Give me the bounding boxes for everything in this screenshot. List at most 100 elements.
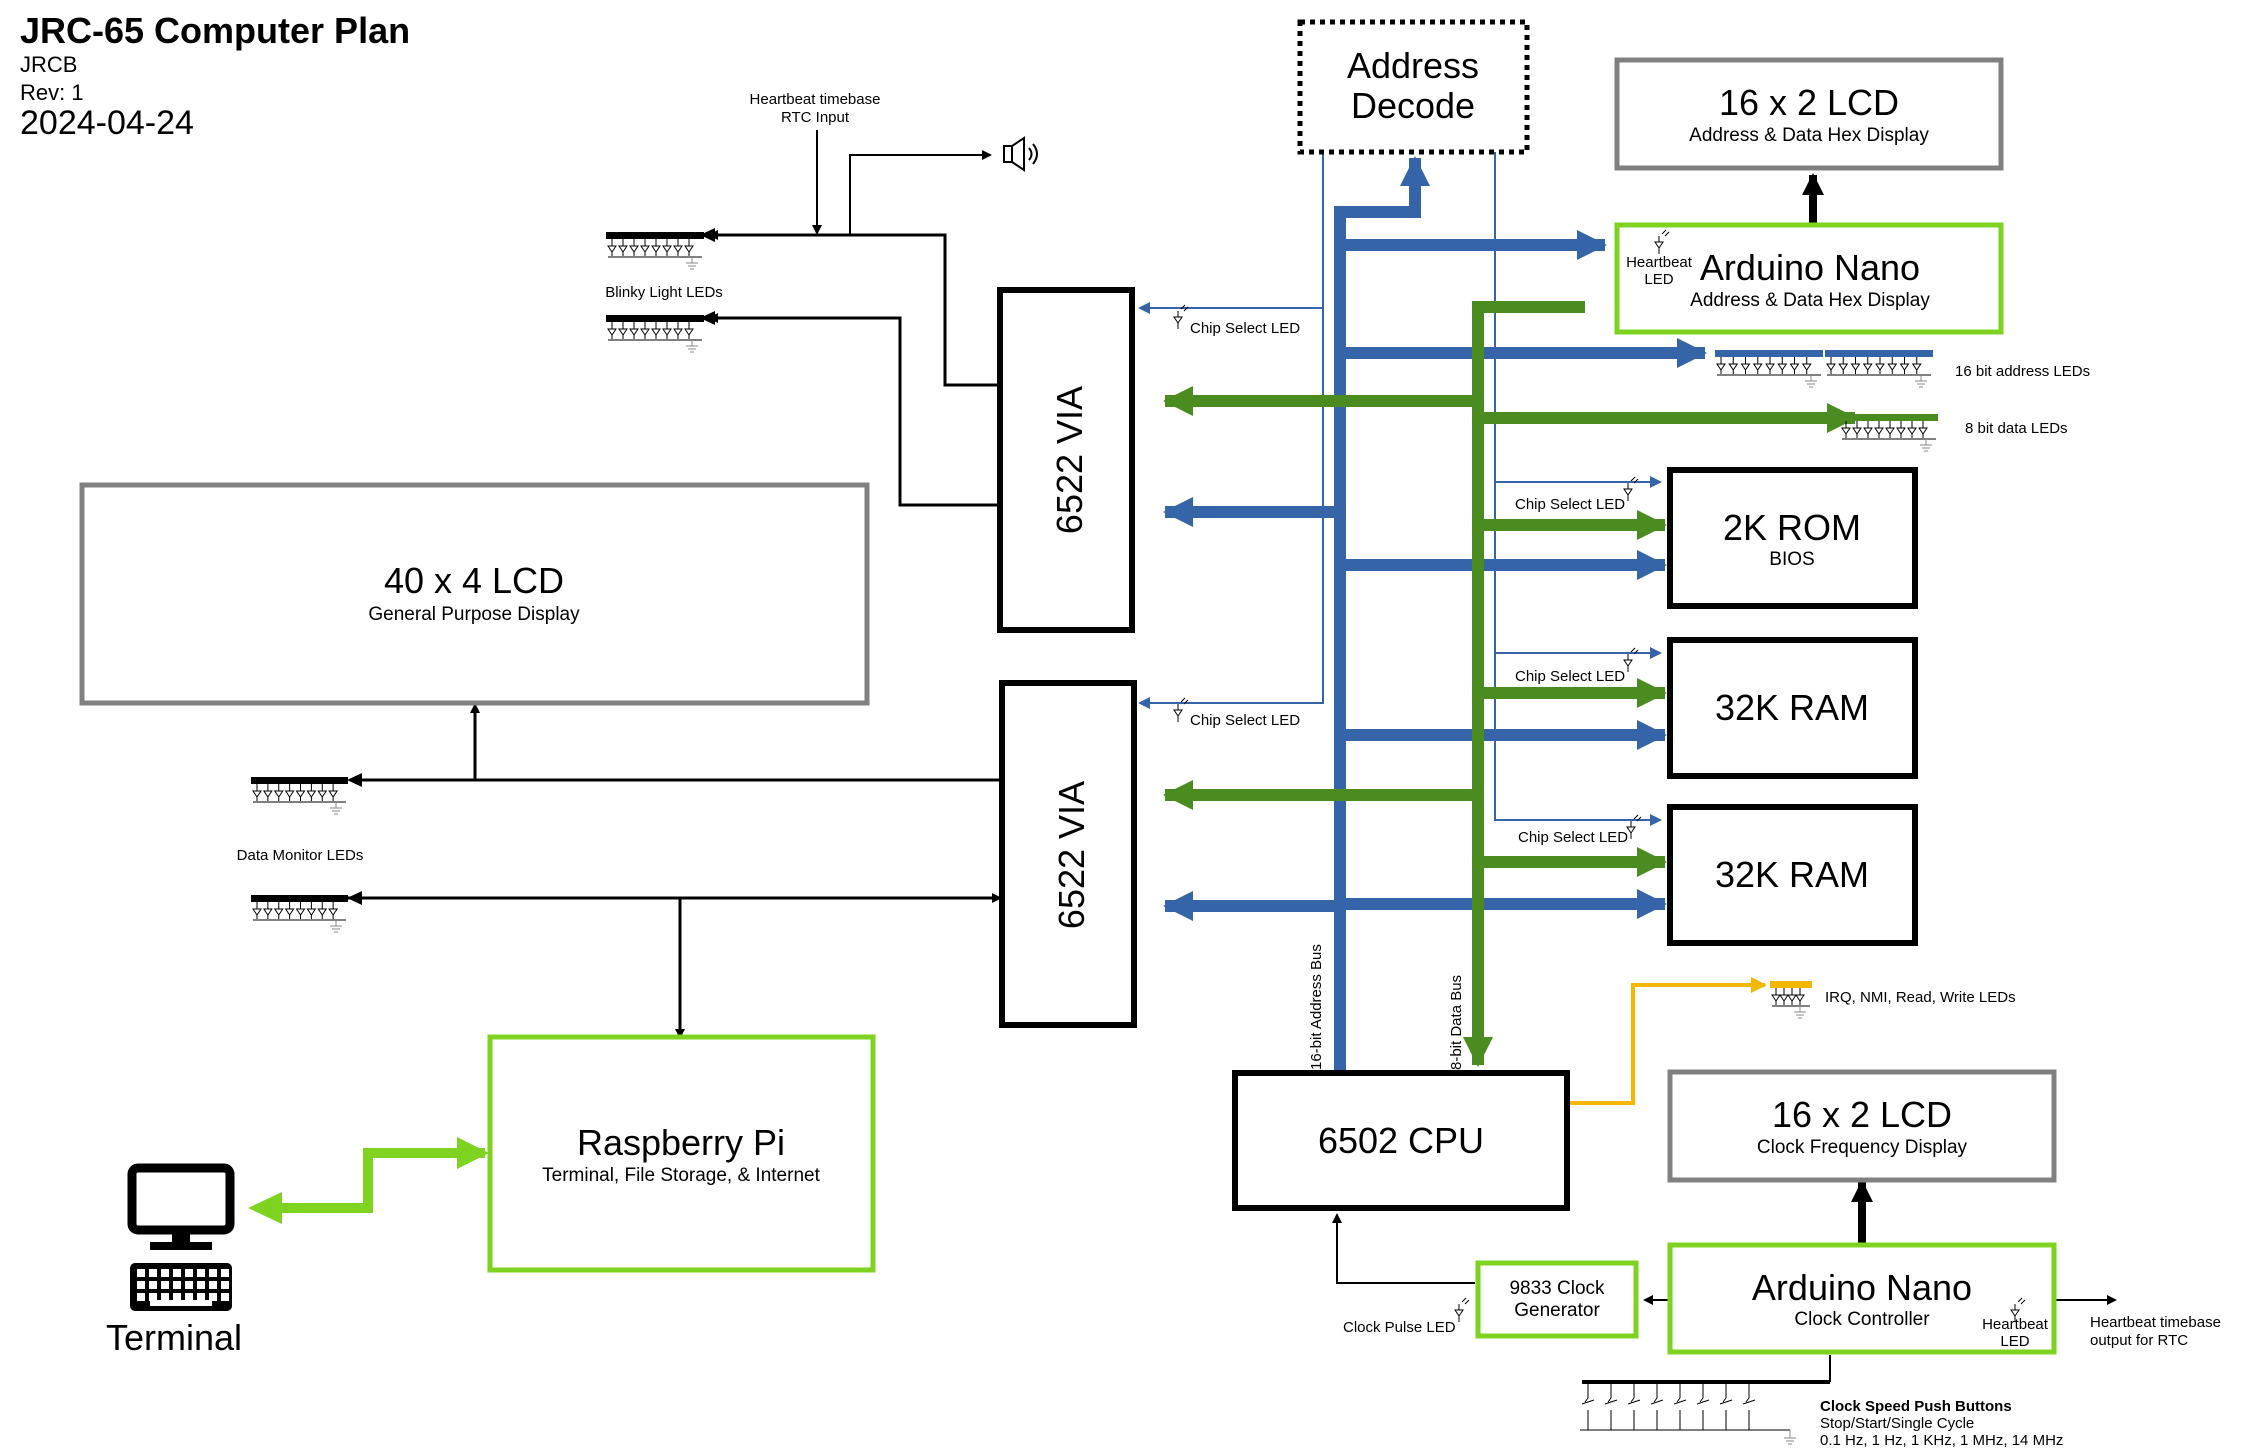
key bbox=[137, 1281, 145, 1289]
key bbox=[161, 1281, 169, 1289]
chip-select-led-ram2 bbox=[1626, 814, 1642, 839]
via1-label: 6522 VIA bbox=[1049, 386, 1090, 534]
key bbox=[221, 1293, 229, 1301]
blinky-label: Blinky Light LEDs bbox=[605, 284, 723, 301]
terminal-label: Terminal bbox=[106, 1317, 242, 1358]
clock-gen-block: 9833 Clock Generator bbox=[1475, 1260, 1639, 1339]
cpu-block: 6502 CPU bbox=[1232, 1070, 1570, 1211]
push-title: Clock Speed Push Buttons bbox=[1820, 1398, 2012, 1415]
lcd16-bottom-block: 16 x 2 LCD Clock Frequency Display bbox=[1667, 1069, 2057, 1183]
push-button-icon bbox=[1626, 1382, 1642, 1431]
chip-select-led-via2 bbox=[1173, 697, 1189, 722]
led-indicators bbox=[1173, 229, 2026, 1322]
rom-title: 2K ROM bbox=[1723, 507, 1861, 548]
key bbox=[149, 1281, 157, 1289]
nano-top-led-line2: LED bbox=[1644, 271, 1673, 288]
push-button-icon bbox=[1718, 1382, 1734, 1431]
chip-select-led-via1 bbox=[1173, 304, 1189, 329]
key bbox=[209, 1269, 217, 1277]
via1-block: 6522 VIA bbox=[997, 287, 1135, 633]
heartbeat-out-line1: Heartbeat timebase bbox=[2090, 1314, 2221, 1331]
irq-nmi-leds bbox=[1770, 981, 1812, 1019]
page-title: JRC-65 Computer Plan bbox=[20, 10, 411, 51]
data-monitor-leds-2 bbox=[251, 895, 348, 933]
heartbeat-in-line2: RTC Input bbox=[781, 109, 850, 126]
key bbox=[137, 1269, 145, 1277]
key bbox=[149, 1293, 157, 1301]
irq-leds-label: IRQ, NMI, Read, Write LEDs bbox=[1825, 989, 2016, 1006]
pi-block: Raspberry Pi Terminal, File Storage, & I… bbox=[487, 1034, 876, 1273]
key bbox=[209, 1281, 217, 1289]
chip-select-led-ram1 bbox=[1623, 647, 1639, 672]
clock-pulse-label: Clock Pulse LED bbox=[1343, 1319, 1456, 1336]
cs-ram1-label: Chip Select LED bbox=[1515, 668, 1625, 685]
push-button-icon bbox=[1695, 1382, 1711, 1431]
lcd16-bottom-sub: Clock Frequency Display bbox=[1757, 1137, 1968, 1158]
ground-icon bbox=[1784, 1430, 1796, 1445]
key bbox=[161, 1269, 169, 1277]
monitor-icon bbox=[127, 1163, 235, 1250]
key bbox=[161, 1293, 169, 1301]
pi-title: Raspberry Pi bbox=[577, 1122, 785, 1163]
data-bus-label: 8-bit Data Bus bbox=[1448, 975, 1465, 1070]
ram2-block: 32K RAM bbox=[1667, 804, 1918, 946]
blinky-leds-1 bbox=[606, 232, 704, 270]
heartbeat-out-line2: output for RTC bbox=[2090, 1332, 2188, 1349]
lcd40-block: 40 x 4 LCD General Purpose Display bbox=[79, 482, 870, 706]
led-arrays bbox=[251, 232, 1938, 1019]
status-line bbox=[1568, 977, 1767, 1105]
addr-bus-label: 16-bit Address Bus bbox=[1308, 944, 1325, 1070]
rom-block: 2K ROM BIOS bbox=[1667, 467, 1918, 609]
key bbox=[209, 1293, 217, 1301]
nano-bottom-led-line2: LED bbox=[2000, 1333, 2029, 1350]
push-button-icon bbox=[1741, 1382, 1757, 1431]
nano-bottom-led-line1: Heartbeat bbox=[1982, 1316, 2049, 1333]
revision: Rev: 1 bbox=[20, 80, 84, 105]
terminal-arrowhead bbox=[248, 1192, 282, 1224]
via2-label: 6522 VIA bbox=[1051, 781, 1092, 929]
key bbox=[197, 1281, 205, 1289]
key bbox=[185, 1269, 193, 1277]
data-bus-leds bbox=[1840, 414, 1938, 452]
push-line1: Stop/Start/Single Cycle bbox=[1820, 1415, 1974, 1432]
data-leds-label: 8 bit data LEDs bbox=[1965, 420, 2068, 437]
lcd16-top-block: 16 x 2 LCD Address & Data Hex Display bbox=[1614, 57, 2004, 171]
lcd16-top-sub: Address & Data Hex Display bbox=[1689, 125, 1929, 146]
key bbox=[197, 1293, 205, 1301]
via2-block: 6522 VIA bbox=[999, 680, 1137, 1028]
pi-terminal-link bbox=[280, 1137, 489, 1213]
lcd16-bottom-title: 16 x 2 LCD bbox=[1772, 1094, 1952, 1135]
key bbox=[173, 1269, 181, 1277]
push-button-icon bbox=[1649, 1382, 1665, 1431]
key bbox=[185, 1281, 193, 1289]
addr-leds-label: 16 bit address LEDs bbox=[1955, 363, 2090, 380]
lcd16-top-title: 16 x 2 LCD bbox=[1719, 82, 1899, 123]
ram1-block: 32K RAM bbox=[1667, 637, 1918, 779]
ram2-label: 32K RAM bbox=[1715, 854, 1869, 895]
push-button-icon bbox=[1603, 1382, 1619, 1431]
address-leds-high bbox=[1715, 350, 1823, 388]
cs-rom-label: Chip Select LED bbox=[1515, 496, 1625, 513]
blinky-leds-2 bbox=[606, 315, 704, 353]
key bbox=[137, 1293, 145, 1301]
nano-top-led-line1: Heartbeat bbox=[1626, 254, 1693, 271]
key bbox=[173, 1281, 181, 1289]
chip-select-led-rom bbox=[1623, 476, 1639, 501]
nano-bottom-sub: Clock Controller bbox=[1794, 1309, 1930, 1330]
pi-sub: Terminal, File Storage, & Internet bbox=[542, 1165, 820, 1186]
lcd40-sub: General Purpose Display bbox=[368, 604, 580, 625]
clock-pulse-led bbox=[1454, 1297, 1470, 1322]
cpu-label: 6502 CPU bbox=[1318, 1120, 1484, 1161]
speaker-icon bbox=[1003, 136, 1038, 172]
author: JRCB bbox=[20, 52, 78, 77]
cs-ram2-label: Chip Select LED bbox=[1518, 829, 1628, 846]
heartbeat-in-line1: Heartbeat timebase bbox=[750, 91, 881, 108]
heartbeat-led-bottom bbox=[2010, 1297, 2026, 1322]
lcd40-title: 40 x 4 LCD bbox=[384, 560, 564, 601]
data-monitor-leds-1 bbox=[251, 777, 348, 815]
led-arrows bbox=[347, 228, 715, 905]
nano-top-sub: Address & Data Hex Display bbox=[1690, 290, 1930, 311]
address-decode-block: Address Decode bbox=[1297, 19, 1530, 155]
push-button-icon bbox=[1672, 1382, 1688, 1431]
nano-top-block: Arduino Nano Address & Data Hex Display … bbox=[1614, 222, 2004, 335]
